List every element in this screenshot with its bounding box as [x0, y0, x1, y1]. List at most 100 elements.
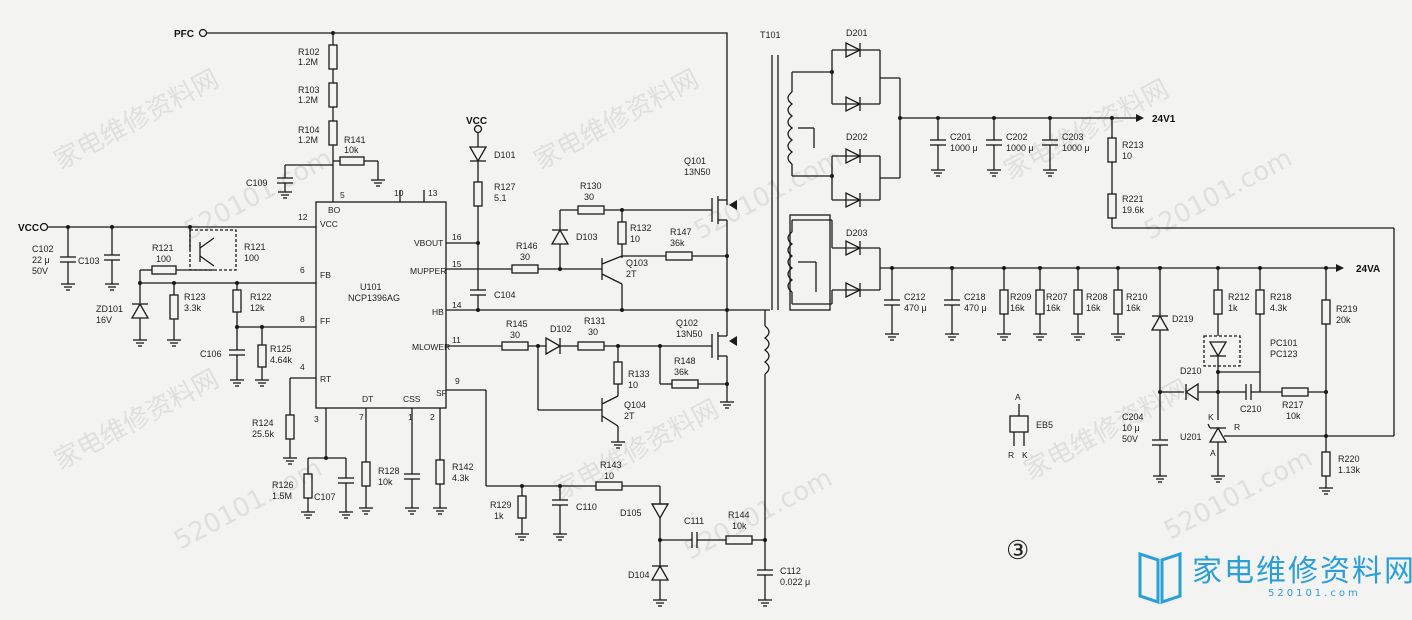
svg-text:家电维修资料网: 家电维修资料网	[999, 74, 1174, 186]
svg-text:T101: T101	[760, 30, 781, 40]
svg-text:NCP1396AG: NCP1396AG	[348, 293, 400, 303]
svg-text:C112: C112	[780, 566, 801, 576]
svg-text:16: 16	[452, 232, 462, 242]
svg-text:R: R	[1234, 422, 1240, 432]
svg-text:MLOWER: MLOWER	[412, 342, 450, 352]
svg-text:19.6k: 19.6k	[1122, 205, 1145, 215]
logo-text: 家电维修资料网	[1192, 554, 1412, 589]
svg-text:家电维修资料网: 家电维修资料网	[49, 64, 224, 176]
svg-text:R132: R132	[630, 223, 652, 233]
svg-text:MUPPER: MUPPER	[410, 266, 446, 276]
svg-text:R133: R133	[628, 369, 650, 379]
svg-text:PC123: PC123	[1270, 349, 1298, 359]
svg-text:4: 4	[300, 362, 305, 372]
svg-text:30: 30	[584, 192, 594, 202]
svg-text:D219: D219	[1172, 314, 1194, 324]
svg-text:C107: C107	[314, 492, 336, 502]
svg-text:4.3k: 4.3k	[1270, 303, 1288, 313]
svg-text:R217: R217	[1282, 400, 1304, 410]
svg-text:16k: 16k	[1126, 303, 1141, 313]
svg-text:10: 10	[604, 471, 614, 481]
svg-text:C210: C210	[1240, 404, 1262, 414]
net-24v1: 24V1	[1152, 114, 1176, 125]
svg-text:R148: R148	[674, 356, 696, 366]
svg-text:R121: R121	[152, 243, 174, 253]
svg-text:D101: D101	[494, 150, 516, 160]
svg-text:1: 1	[408, 412, 413, 422]
svg-text:ZD101: ZD101	[96, 304, 123, 314]
svg-text:C203: C203	[1062, 132, 1084, 142]
svg-text:R123: R123	[184, 292, 206, 302]
svg-text:13N50: 13N50	[676, 329, 703, 339]
svg-text:R128: R128	[378, 466, 400, 476]
svg-text:R146: R146	[516, 241, 538, 251]
net-pfc: PFC	[174, 29, 194, 40]
svg-text:U101: U101	[360, 282, 382, 292]
svg-text:R213: R213	[1122, 140, 1144, 150]
svg-text:1000 μ: 1000 μ	[1062, 143, 1090, 153]
svg-text:Q104: Q104	[624, 400, 646, 410]
svg-text:U201: U201	[1180, 432, 1202, 442]
svg-text:D201: D201	[846, 28, 868, 38]
svg-text:10 μ: 10 μ	[1122, 423, 1140, 433]
svg-text:2T: 2T	[624, 411, 635, 421]
svg-text:4.64k: 4.64k	[270, 355, 293, 365]
svg-text:R126: R126	[272, 480, 294, 490]
svg-text:50V: 50V	[32, 266, 48, 276]
svg-text:R104: R104	[298, 125, 320, 135]
svg-text:13N50: 13N50	[684, 167, 711, 177]
svg-text:Q103: Q103	[626, 258, 648, 268]
svg-text:HB: HB	[432, 307, 444, 317]
svg-text:D102: D102	[550, 324, 572, 334]
svg-text:12: 12	[298, 212, 308, 222]
svg-text:36k: 36k	[674, 367, 689, 377]
net-vcc: VCC	[18, 223, 39, 234]
svg-text:R210: R210	[1126, 292, 1148, 302]
svg-text:R208: R208	[1086, 292, 1108, 302]
svg-text:R145: R145	[506, 319, 528, 329]
svg-text:8: 8	[300, 314, 305, 324]
svg-text:520101.com: 520101.com	[169, 453, 327, 556]
svg-text:K: K	[1208, 412, 1214, 422]
svg-text:5: 5	[340, 190, 345, 200]
svg-text:100: 100	[244, 253, 259, 263]
svg-text:D210: D210	[1180, 366, 1202, 376]
svg-text:C201: C201	[950, 132, 972, 142]
svg-text:4.3k: 4.3k	[452, 473, 470, 483]
svg-text:VCC: VCC	[320, 219, 338, 229]
svg-text:6: 6	[300, 265, 305, 275]
figure-mark: ③	[1006, 536, 1030, 566]
svg-text:10k: 10k	[732, 521, 747, 531]
svg-text:13: 13	[428, 188, 438, 198]
svg-text:11: 11	[452, 335, 461, 345]
svg-text:1.2M: 1.2M	[298, 135, 318, 145]
svg-text:R142: R142	[452, 462, 474, 472]
svg-text:10k: 10k	[344, 145, 359, 155]
svg-text:30: 30	[588, 327, 598, 337]
svg-text:Q101: Q101	[684, 156, 706, 166]
svg-text:D104: D104	[628, 570, 650, 580]
svg-text:100: 100	[156, 254, 171, 264]
svg-text:10: 10	[628, 380, 638, 390]
svg-text:22 μ: 22 μ	[32, 255, 50, 265]
svg-text:1k: 1k	[494, 511, 504, 521]
svg-text:A: A	[1015, 392, 1021, 402]
svg-text:C109: C109	[246, 178, 268, 188]
svg-text:C111: C111	[684, 516, 704, 526]
book-icon	[1138, 551, 1182, 605]
svg-text:A: A	[1210, 448, 1216, 458]
svg-text:D103: D103	[576, 232, 598, 242]
svg-text:R103: R103	[298, 85, 320, 95]
svg-text:FF: FF	[320, 316, 330, 326]
svg-text:CSS: CSS	[403, 394, 421, 404]
svg-text:16k: 16k	[1046, 303, 1061, 313]
net-vcc-top: VCC	[466, 116, 487, 127]
svg-text:520101.com: 520101.com	[1159, 443, 1317, 546]
svg-text:R219: R219	[1336, 304, 1358, 314]
svg-text:VBOUT: VBOUT	[414, 238, 443, 248]
transformer-t101: T101	[760, 30, 832, 311]
svg-text:9: 9	[455, 376, 460, 386]
svg-text:R130: R130	[580, 181, 602, 191]
svg-text:D203: D203	[846, 228, 868, 238]
